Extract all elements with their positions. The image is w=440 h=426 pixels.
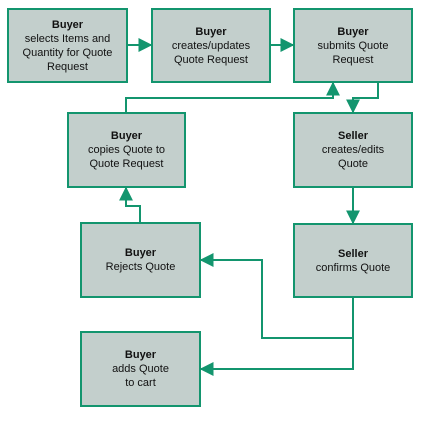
arrow-copy-to-submit bbox=[125, 81, 340, 112]
step-buyer-rejects-quote: Buyer Rejects Quote bbox=[80, 222, 201, 298]
arrow-confirm-to-cart bbox=[199, 338, 354, 376]
step-text-line: Quote Request bbox=[89, 158, 164, 170]
step-seller-creates-quote: Seller creates/edits Quote bbox=[293, 112, 413, 188]
step-text-line: creates/updates bbox=[171, 39, 251, 52]
step-role: Buyer bbox=[110, 130, 143, 142]
step-text-line: Rejects Quote bbox=[105, 261, 176, 273]
step-text-line: Request bbox=[47, 60, 88, 73]
arrow-confirm-to-reject bbox=[199, 253, 354, 339]
step-role: Buyer bbox=[195, 25, 227, 38]
step-role: Seller bbox=[338, 130, 368, 142]
step-text-line: confirms Quote bbox=[315, 261, 391, 274]
step-text-line: adds Quote bbox=[112, 363, 169, 375]
step-text-line: Request bbox=[332, 53, 374, 66]
step-text-line: selects Items and bbox=[24, 32, 111, 45]
step-text-line: Quote bbox=[338, 158, 368, 170]
step-text-line: to cart bbox=[125, 377, 156, 389]
step-text-line: copies Quote to bbox=[87, 144, 166, 156]
step-role: Buyer bbox=[337, 25, 369, 38]
step-text-line: creates/edits bbox=[321, 144, 385, 156]
step-buyer-adds-quote-to-cart: Buyer adds Quote to cart bbox=[80, 331, 201, 407]
step-seller-confirms-quote: Seller confirms Quote bbox=[293, 223, 413, 298]
step-text-line: submits Quote bbox=[317, 39, 389, 52]
step-text-line: Quantity for Quote bbox=[22, 46, 113, 59]
step-text-line: Quote Request bbox=[174, 53, 248, 66]
step-buyer-creates-quote-request: Buyer creates/updates Quote Request bbox=[151, 8, 271, 83]
step-role: Buyer bbox=[124, 349, 157, 361]
arrow-submit-to-seller-create bbox=[346, 83, 379, 114]
step-buyer-submits-quote-request: Buyer submits Quote Request bbox=[293, 8, 413, 83]
arrow-reject-to-copy bbox=[119, 186, 141, 222]
step-role: Buyer bbox=[124, 247, 157, 259]
step-buyer-selects-items: Buyer selects Items and Quantity for Quo… bbox=[7, 8, 128, 83]
step-buyer-copies-quote: Buyer copies Quote to Quote Request bbox=[67, 112, 186, 188]
step-role: Seller bbox=[338, 247, 368, 260]
step-role: Buyer bbox=[51, 18, 84, 31]
